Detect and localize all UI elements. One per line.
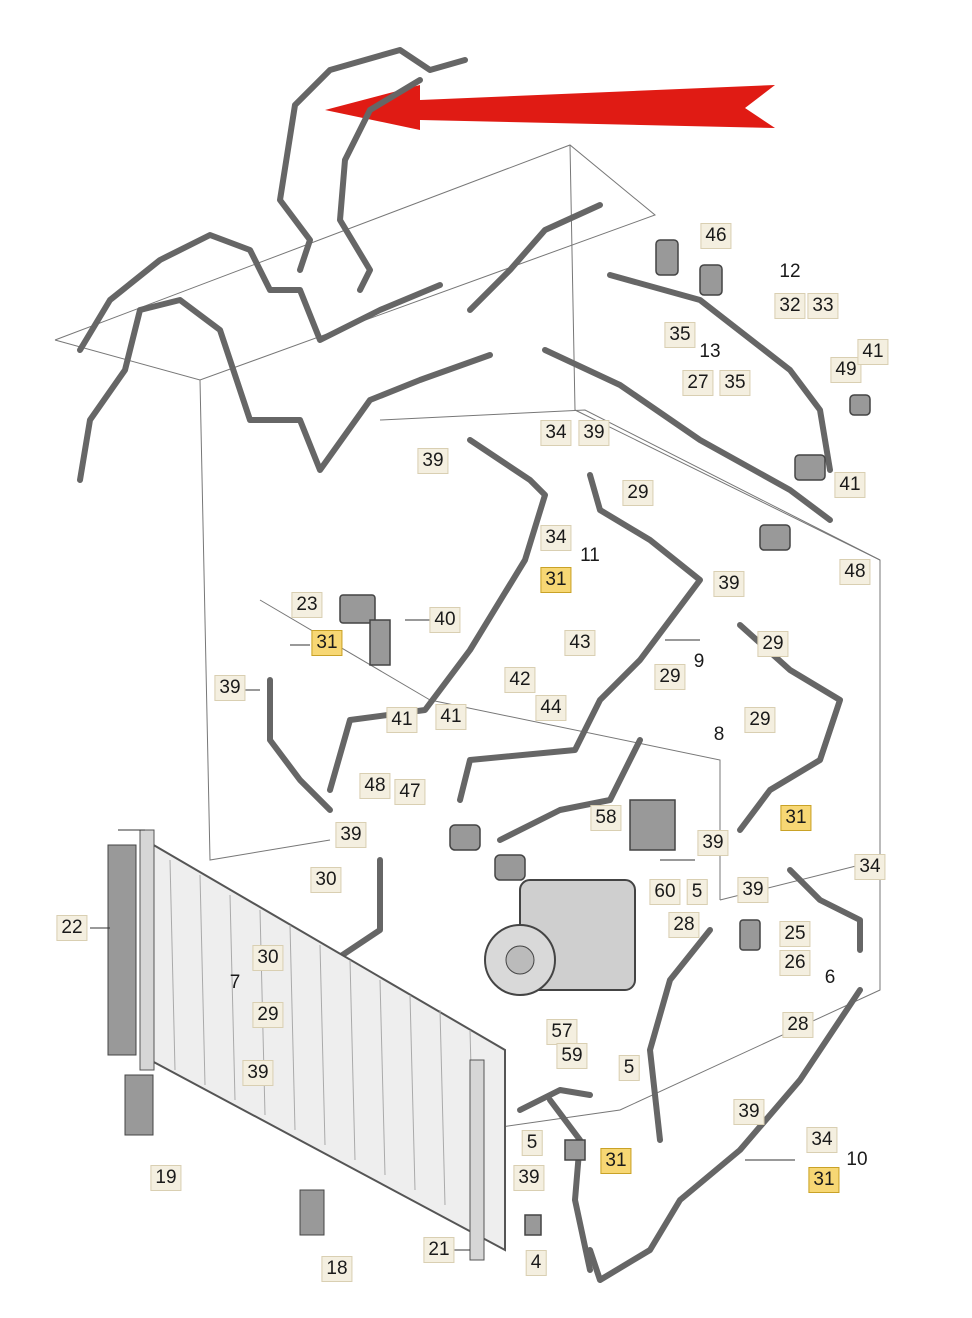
red-pointer-arrow bbox=[325, 85, 775, 130]
callout-58: 58 bbox=[590, 805, 622, 831]
callout-8: 8 bbox=[713, 724, 725, 745]
callout-48: 48 bbox=[359, 773, 391, 799]
callout-44: 44 bbox=[535, 695, 567, 721]
callout-29: 29 bbox=[744, 707, 776, 733]
callout-41: 41 bbox=[386, 707, 418, 733]
callout-28: 28 bbox=[668, 912, 700, 938]
callout-43: 43 bbox=[564, 630, 596, 656]
callout-5: 5 bbox=[618, 1055, 640, 1081]
callout-41: 41 bbox=[857, 339, 889, 365]
callout-59: 59 bbox=[556, 1043, 588, 1069]
callout-39: 39 bbox=[335, 822, 367, 848]
callout-30: 30 bbox=[310, 867, 342, 893]
callout-39: 39 bbox=[578, 420, 610, 446]
callout-31: 31 bbox=[540, 567, 572, 593]
callout-9: 9 bbox=[693, 651, 705, 672]
callout-28: 28 bbox=[782, 1012, 814, 1038]
mount-19 bbox=[124, 1074, 154, 1136]
condenser bbox=[139, 829, 506, 1261]
callout-6: 6 bbox=[824, 967, 836, 988]
callout-11: 11 bbox=[580, 545, 600, 566]
callout-10: 10 bbox=[846, 1149, 868, 1170]
callout-19: 19 bbox=[150, 1165, 182, 1191]
callout-39: 39 bbox=[697, 830, 729, 856]
callout-34: 34 bbox=[806, 1127, 838, 1153]
callout-29: 29 bbox=[622, 480, 654, 506]
callout-31: 31 bbox=[780, 805, 812, 831]
callout-39: 39 bbox=[713, 571, 745, 597]
callout-46: 46 bbox=[700, 223, 732, 249]
callout-31: 31 bbox=[808, 1167, 840, 1193]
callout-29: 29 bbox=[654, 664, 686, 690]
callout-12: 12 bbox=[779, 261, 801, 282]
callout-48: 48 bbox=[839, 559, 871, 585]
callout-39: 39 bbox=[214, 675, 246, 701]
callout-18: 18 bbox=[321, 1256, 353, 1282]
callout-29: 29 bbox=[757, 631, 789, 657]
callout-13: 13 bbox=[699, 341, 721, 362]
callout-39: 39 bbox=[417, 448, 449, 474]
compressor bbox=[484, 879, 636, 996]
callout-30: 30 bbox=[252, 945, 284, 971]
callout-21: 21 bbox=[423, 1237, 455, 1263]
callout-40: 40 bbox=[429, 607, 461, 633]
callout-47: 47 bbox=[394, 779, 426, 805]
callout-34: 34 bbox=[540, 525, 572, 551]
callout-39: 39 bbox=[737, 877, 769, 903]
callout-35: 35 bbox=[719, 370, 751, 396]
callout-31: 31 bbox=[600, 1148, 632, 1174]
callout-60: 60 bbox=[649, 879, 681, 905]
callout-34: 34 bbox=[854, 854, 886, 880]
callout-42: 42 bbox=[504, 667, 536, 693]
bracket-22 bbox=[107, 844, 137, 1056]
callout-31: 31 bbox=[311, 630, 343, 656]
callout-25: 25 bbox=[779, 921, 811, 947]
callout-5: 5 bbox=[521, 1130, 543, 1156]
callout-39: 39 bbox=[242, 1060, 274, 1086]
callout-35: 35 bbox=[664, 322, 696, 348]
callout-4: 4 bbox=[525, 1250, 547, 1276]
callout-34: 34 bbox=[540, 420, 572, 446]
callout-39: 39 bbox=[513, 1165, 545, 1191]
callout-7: 7 bbox=[229, 972, 241, 993]
callout-49: 49 bbox=[830, 357, 862, 383]
callout-27: 27 bbox=[682, 370, 714, 396]
callout-22: 22 bbox=[56, 915, 88, 941]
callout-41: 41 bbox=[834, 472, 866, 498]
callout-57: 57 bbox=[546, 1019, 578, 1045]
callout-41: 41 bbox=[435, 704, 467, 730]
callout-33: 33 bbox=[807, 293, 839, 319]
callout-26: 26 bbox=[779, 950, 811, 976]
callout-5: 5 bbox=[686, 879, 708, 905]
callout-39: 39 bbox=[733, 1099, 765, 1125]
callout-23: 23 bbox=[291, 592, 323, 618]
callout-32: 32 bbox=[774, 293, 806, 319]
callout-29: 29 bbox=[252, 1002, 284, 1028]
mount-18 bbox=[299, 1189, 325, 1236]
